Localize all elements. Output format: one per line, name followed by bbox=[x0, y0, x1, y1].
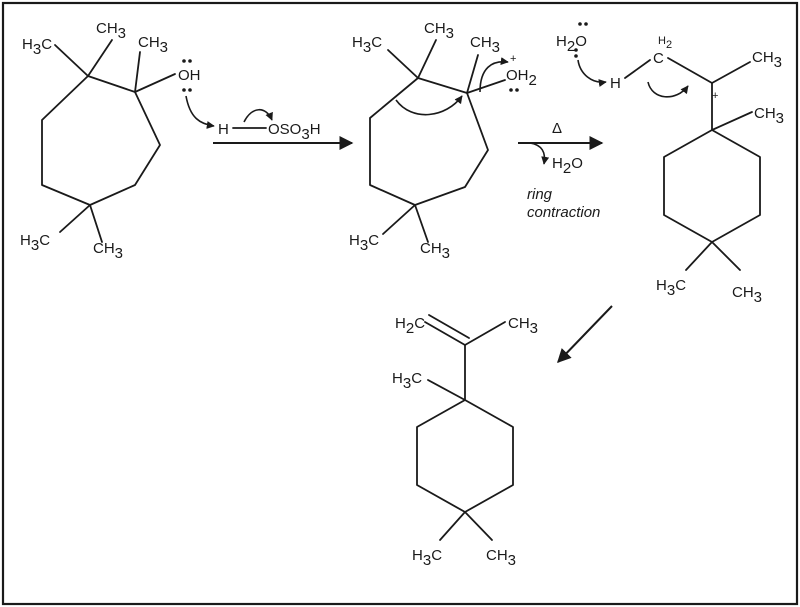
condition-water: H2O bbox=[552, 155, 583, 177]
curly-arrow-methyl-shift bbox=[395, 95, 463, 116]
label-h3c: H3C bbox=[656, 277, 686, 299]
condition-heat: Δ bbox=[552, 120, 562, 137]
label-ch3: CH3 bbox=[420, 240, 450, 262]
label-h3c: H3C bbox=[20, 232, 50, 254]
molecule-starting-alcohol: H3C CH3 CH3 OH H3C CH3 bbox=[20, 20, 201, 262]
label-ch3: CH3 bbox=[732, 284, 762, 306]
label-h3c: H3C bbox=[352, 34, 382, 56]
label-ch3: CH3 bbox=[752, 49, 782, 71]
label-h2-sub: H2 bbox=[658, 35, 672, 51]
label-ch3: CH3 bbox=[424, 20, 454, 42]
cyclohexane-ring-4 bbox=[416, 399, 514, 513]
label-h3c: H3C bbox=[412, 547, 442, 569]
label-plus-charge: + bbox=[510, 53, 516, 65]
label-oso3h: OSO3H bbox=[268, 121, 321, 143]
label-h3c: H3C bbox=[349, 232, 379, 254]
label-ch3: CH3 bbox=[508, 315, 538, 337]
label-ch3: CH3 bbox=[93, 240, 123, 262]
label-acid-h: H bbox=[218, 121, 229, 138]
label-ch3: CH3 bbox=[470, 34, 500, 56]
label-ch3: CH3 bbox=[138, 34, 168, 56]
label-plus-charge: + bbox=[712, 90, 718, 102]
molecule-carbocation: H2O H H2 C + CH3 CH3 H3C CH3 bbox=[556, 22, 784, 306]
cyclohexane-ring-3 bbox=[663, 129, 761, 243]
label-c: C bbox=[653, 50, 664, 67]
cycloheptane-ring-1 bbox=[41, 75, 161, 206]
curly-arrow-water-deprotonation bbox=[577, 59, 607, 87]
molecule-alkene-product: H2C CH3 H3C H3C CH3 bbox=[392, 314, 538, 569]
curly-arrow-h-o-bond bbox=[243, 108, 273, 123]
condition-contraction: contraction bbox=[527, 204, 600, 221]
label-h: H bbox=[610, 75, 621, 92]
label-ch3: CH3 bbox=[486, 547, 516, 569]
label-h3c: H3C bbox=[392, 370, 422, 392]
label-h3c: H3C bbox=[22, 36, 52, 58]
curly-arrow-water-leaving bbox=[479, 57, 509, 93]
condition-ring: ring bbox=[527, 186, 553, 203]
curly-arrow-water-loss bbox=[529, 142, 550, 165]
molecule-oxonium: H3C CH3 CH3 OH2 + H3C CH3 bbox=[349, 20, 537, 262]
label-ch3: CH3 bbox=[96, 20, 126, 42]
label-h2c: H2C bbox=[395, 315, 425, 337]
label-ch3: CH3 bbox=[754, 105, 784, 127]
curly-arrow-oh-to-h bbox=[185, 95, 215, 129]
curly-arrow-elimination bbox=[647, 81, 689, 98]
label-oh2: OH2 bbox=[506, 67, 537, 89]
reaction-arrow-3 bbox=[557, 305, 613, 364]
label-water-h2o: H2O bbox=[556, 33, 587, 55]
reagent-sulfuric-acid: H OSO3H bbox=[218, 121, 321, 143]
cycloheptane-ring-2 bbox=[369, 77, 489, 206]
label-hydroxyl: OH bbox=[178, 67, 201, 84]
reaction-arrow-2-group: Δ H2O ring contraction bbox=[518, 120, 604, 221]
